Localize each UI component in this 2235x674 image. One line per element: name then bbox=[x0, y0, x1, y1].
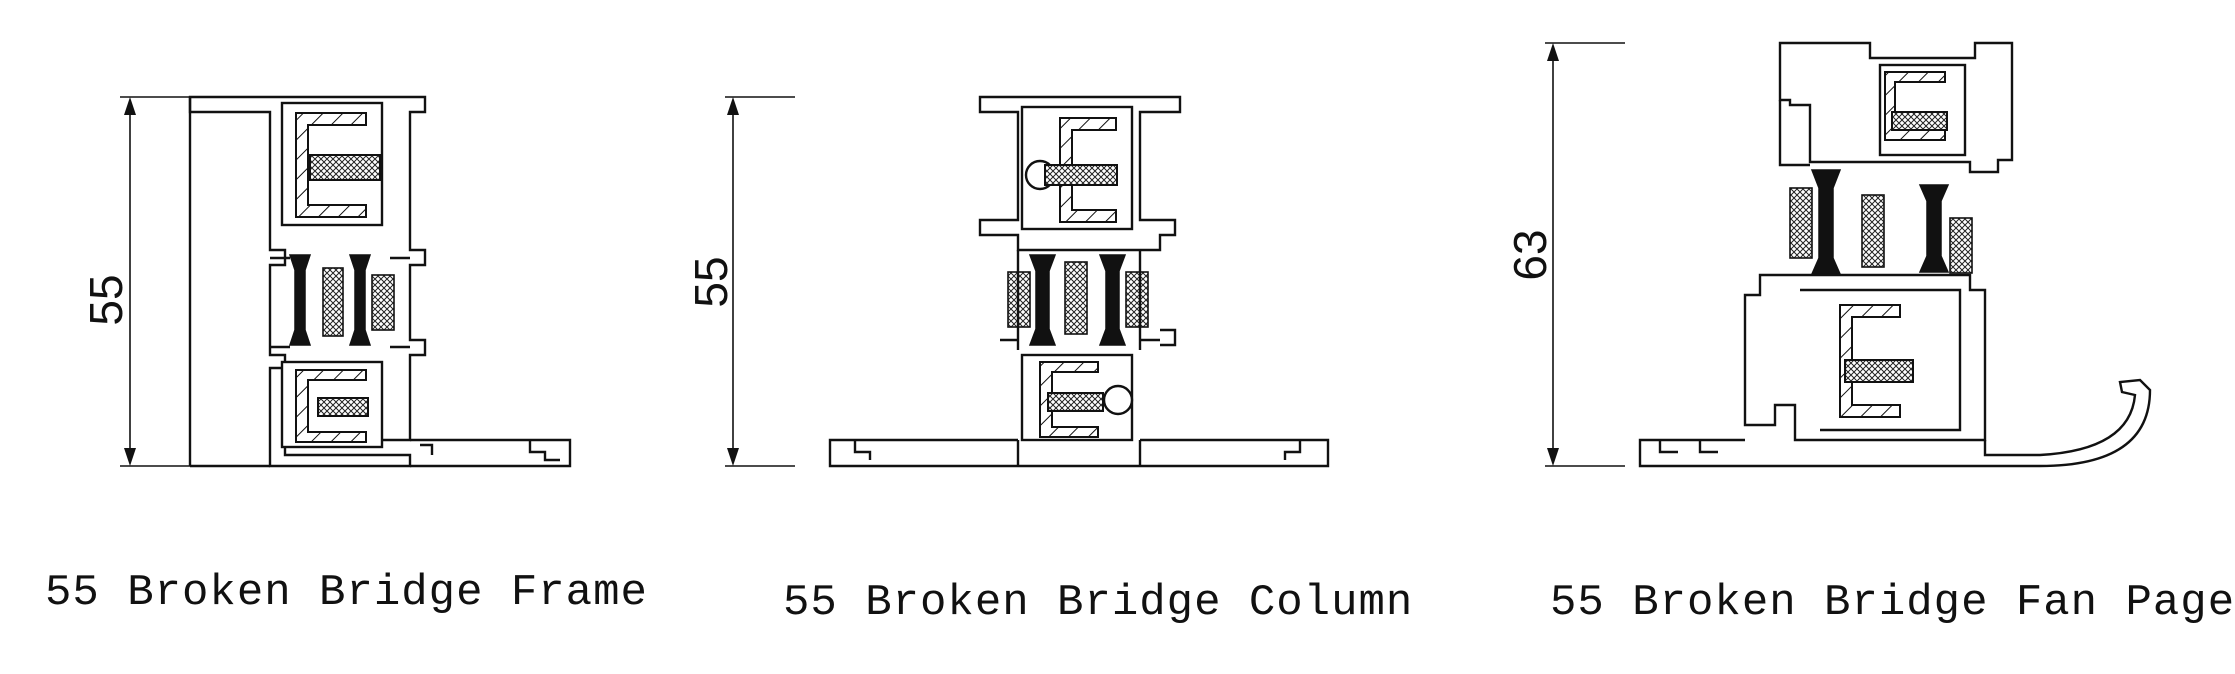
fan-page-dimension-label: 63 bbox=[1504, 229, 1556, 280]
frame-caption: 55 Broken Bridge Frame bbox=[45, 568, 648, 618]
fan-page-profile: 63 bbox=[1504, 41, 2152, 468]
column-dimension-label: 55 bbox=[685, 256, 737, 307]
column-caption: 55 Broken Bridge Column bbox=[783, 578, 1414, 628]
fan-page-caption: 55 Broken Bridge Fan Page bbox=[1550, 578, 2235, 628]
frame-profile: 55 bbox=[80, 95, 572, 468]
frame-dimension-label: 55 bbox=[80, 274, 132, 325]
column-profile: 55 bbox=[685, 95, 1330, 468]
